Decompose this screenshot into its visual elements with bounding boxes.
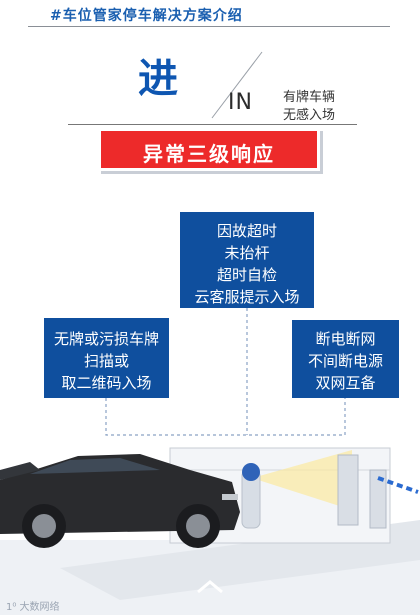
card-line: 无牌或污损车牌 [53, 330, 159, 348]
top-bar: #车位管家停车解决方案介绍 [28, 0, 390, 27]
chevron-up-icon [197, 580, 223, 594]
response-card-power-outage: 断电断网 不间断电源 双网互备 [292, 320, 399, 398]
camera-lens-icon [242, 463, 260, 481]
barrier-gate-cabinet [337, 454, 359, 526]
hero-diagonal-line [211, 51, 263, 119]
page-title: #车位管家停车解决方案介绍 [50, 8, 243, 24]
hero-subtitle-line1: 有牌车辆 [283, 90, 336, 105]
hero-subtitle-line2: 无感入场 [283, 108, 336, 123]
suv-car-icon [0, 454, 240, 548]
card-line: 云客服提示入场 [194, 288, 300, 306]
card-line: 未抬杆 [224, 244, 270, 262]
card-line: 超时自检 [216, 266, 277, 284]
camera-light-beam [252, 450, 352, 510]
alert-banner-label: 异常三级响应 [143, 142, 275, 166]
card-line: 双网互备 [315, 374, 376, 392]
barrier-arm [377, 476, 419, 494]
barrier-gate-post [369, 469, 387, 529]
hero-decoration [211, 51, 263, 119]
hero-divider [68, 124, 357, 125]
response-card-no-plate: 无牌或污损车牌 扫描或 取二维码入场 [44, 318, 169, 398]
card-line: 取二维码入场 [61, 374, 152, 392]
card-line: 扫描或 [83, 352, 129, 370]
alert-banner: 异常三级响应 [101, 131, 317, 168]
card-line: 因故超时 [216, 222, 277, 240]
hero-in-label: IN [228, 90, 253, 115]
connector-sides [105, 398, 346, 436]
card-line: 断电断网 [315, 330, 376, 348]
hero-big-char: 进 [138, 56, 178, 102]
card-line: 不间断电源 [307, 352, 383, 370]
response-card-timeout: 因故超时 未抬杆 超时自检 云客服提示入场 [180, 212, 314, 308]
watermark: 1⁰ 大数网络 [6, 602, 60, 613]
